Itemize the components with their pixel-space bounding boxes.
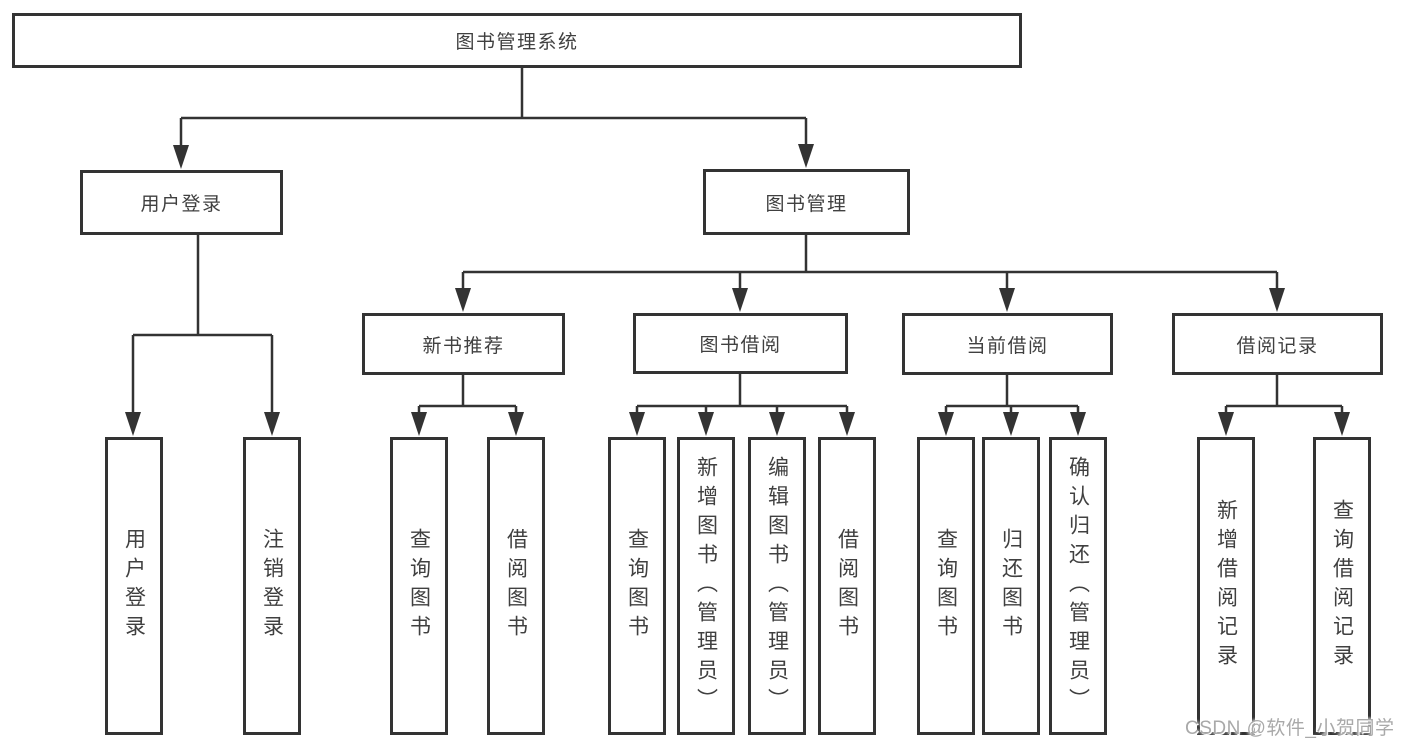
leaf-borrow-books: 借阅图书 (818, 437, 876, 735)
leaf-borrow-books-recommend: 借阅图书 (487, 437, 545, 735)
node-book-management: 图书管理 (703, 169, 910, 235)
leaf-add-books-admin: 新增图书（管理员） (677, 437, 735, 735)
node-book-borrowing: 图书借阅 (633, 313, 848, 374)
leaf-user-login: 用户登录 (105, 437, 163, 735)
leaf-logout-login: 注销登录 (243, 437, 301, 735)
node-new-book-recommend: 新书推荐 (362, 313, 565, 375)
leaf-label: 新增借阅记录 (1214, 499, 1238, 673)
leaf-query-books-borrow: 查询图书 (608, 437, 666, 735)
node-borrow-records: 借阅记录 (1172, 313, 1383, 375)
leaf-query-borrow-record: 查询借阅记录 (1313, 437, 1371, 735)
leaf-label: 借阅图书 (504, 528, 528, 644)
leaf-query-books-recommend: 查询图书 (390, 437, 448, 735)
watermark-text: CSDN @软件_小贺同学 (1185, 718, 1395, 739)
leaf-label: 归还图书 (999, 528, 1023, 644)
node-current-borrowing: 当前借阅 (902, 313, 1113, 375)
leaf-label: 借阅图书 (835, 528, 859, 644)
leaf-edit-books-admin: 编辑图书（管理员） (748, 437, 806, 735)
leaf-confirm-return-admin: 确认归还（管理员） (1049, 437, 1107, 735)
leaf-query-books-current: 查询图书 (917, 437, 975, 735)
leaf-label: 查询图书 (625, 528, 649, 644)
leaf-label: 新增图书（管理员） (694, 455, 718, 717)
leaf-label: 注销登录 (260, 528, 284, 644)
leaf-label: 查询图书 (407, 528, 431, 644)
leaf-return-books: 归还图书 (982, 437, 1040, 735)
leaf-add-borrow-record: 新增借阅记录 (1197, 437, 1255, 735)
node-library-system: 图书管理系统 (12, 13, 1022, 68)
node-user-login: 用户登录 (80, 170, 283, 235)
leaf-label: 用户登录 (122, 528, 146, 644)
leaf-label: 确认归还（管理员） (1066, 455, 1090, 717)
leaf-label: 查询借阅记录 (1330, 499, 1354, 673)
leaf-label: 编辑图书（管理员） (765, 455, 789, 717)
tree-edges (131, 68, 1344, 417)
leaf-label: 查询图书 (934, 528, 958, 644)
